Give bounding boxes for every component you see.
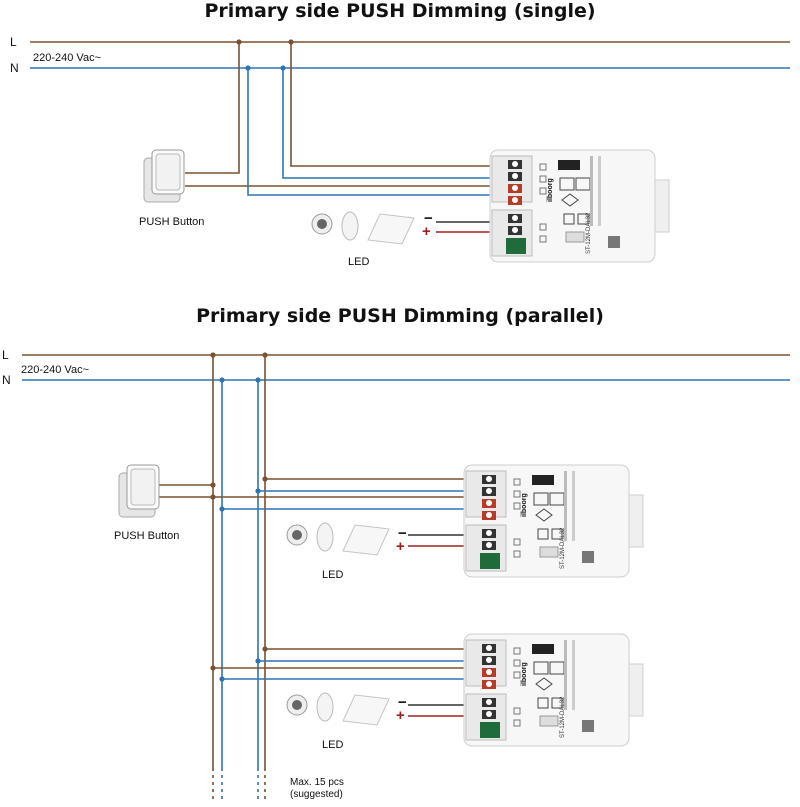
junction-dot [210, 482, 216, 488]
led-driver [463, 633, 644, 747]
led-minus-sign: − [398, 694, 407, 711]
title-single: Primary side PUSH Dimming (single) [204, 0, 596, 22]
led-minus-sign: − [398, 525, 407, 542]
junction-dot [262, 476, 268, 482]
rail-label-n: N [2, 373, 11, 387]
voltage-label: 220-240 Vac~ [21, 364, 89, 376]
led-label: LED [322, 569, 344, 581]
max-pcs-note: Max. 15 pcs (suggested) [290, 777, 344, 801]
driver-brand-label: ilboorg [521, 662, 528, 686]
led-label: LED [348, 256, 370, 268]
rail-label-l: L [10, 35, 17, 49]
led-driver [463, 464, 644, 578]
led-minus-sign: − [424, 210, 433, 227]
led-fixtures [286, 692, 390, 726]
driver-brand-label: ilboorg [521, 493, 528, 517]
live-wire [185, 42, 240, 174]
rail-label-l: L [2, 348, 9, 362]
junction-dot [210, 665, 216, 671]
led-driver [489, 149, 670, 263]
driver-model-label: ST-12M-DAL32 [560, 527, 566, 569]
junction-dot [219, 506, 225, 512]
push-button-label: PUSH Button [114, 530, 180, 542]
driver-model-label: ST-12M-DAL32 [586, 212, 592, 254]
junction-dot [262, 646, 268, 652]
junction-dot [255, 488, 261, 494]
junction-dot [219, 676, 225, 682]
title-parallel: Primary side PUSH Dimming (parallel) [196, 305, 604, 327]
neutral-wire [247, 68, 510, 196]
max-pcs-note-line2: (suggested) [290, 789, 343, 800]
push-button-device [118, 464, 160, 518]
rail-label-n: N [10, 61, 19, 75]
led-fixtures [286, 522, 390, 556]
led-plus-sign: + [396, 538, 405, 555]
neutral-wire [282, 68, 510, 179]
max-pcs-note-line1: Max. 15 pcs [290, 777, 344, 788]
led-fixtures [311, 211, 415, 245]
junction-dot [210, 494, 216, 500]
push-button-label: PUSH Button [139, 216, 205, 228]
junction-dot [255, 658, 261, 664]
driver-model-label: ST-12M-DAL32 [560, 696, 566, 738]
led-label: LED [322, 739, 344, 751]
driver-brand-label: ilboorg [547, 178, 554, 202]
push-button-device [143, 149, 185, 203]
live-wire [290, 42, 510, 167]
led-plus-sign: + [396, 707, 405, 724]
voltage-label: 220-240 Vac~ [33, 52, 101, 64]
led-plus-sign: + [422, 223, 431, 240]
